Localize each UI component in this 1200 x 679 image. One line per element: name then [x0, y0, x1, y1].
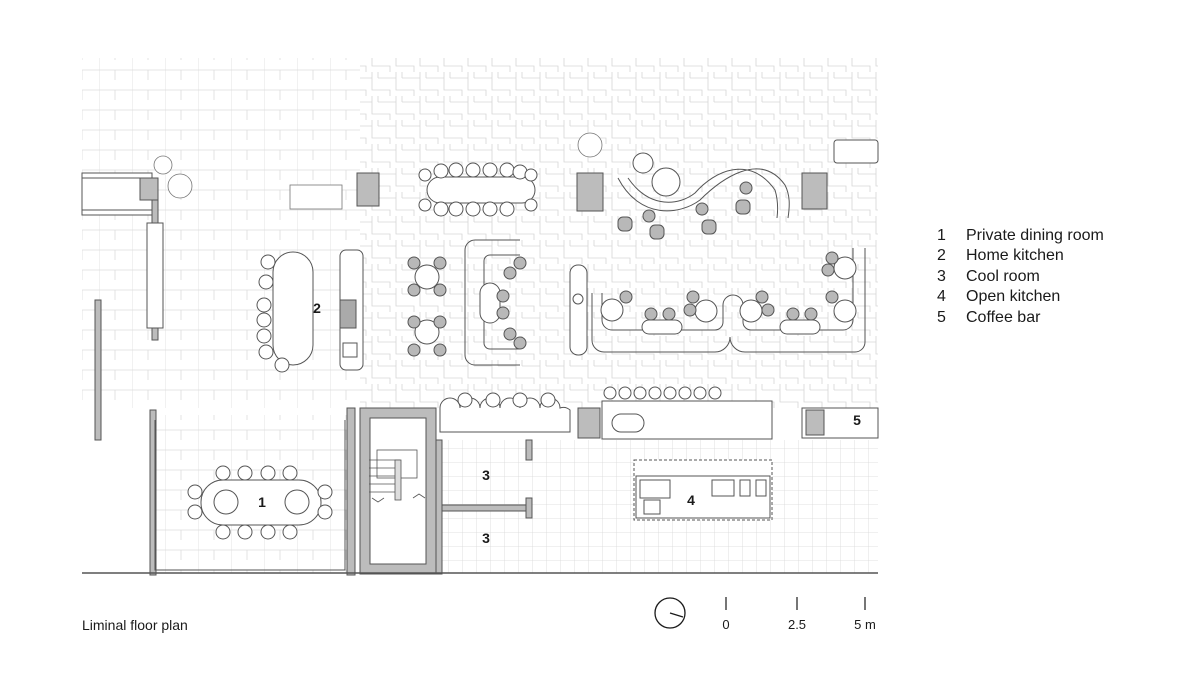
scale-and-north: [654, 597, 866, 629]
legend-number: 4: [937, 288, 946, 306]
curved-banquette: [617, 152, 790, 240]
room-label-3b: 3: [482, 530, 490, 546]
legend-item: 5 Coffee bar: [937, 308, 1104, 328]
booth-seating: [464, 239, 527, 366]
four-top-tables: [407, 256, 447, 357]
communal-table: [418, 162, 538, 217]
stairwell: [369, 449, 426, 503]
scale-tick-label: 0: [722, 617, 730, 632]
bar-stools: [439, 386, 773, 440]
service-counter: [569, 264, 588, 356]
legend-number: 1: [937, 227, 946, 244]
plan-title: Liminal floor plan: [82, 617, 188, 633]
room-label-2: 2: [313, 300, 321, 316]
legend-number: 3: [937, 267, 946, 285]
legend-label: Cool room: [966, 267, 1040, 285]
private-dining-table: [187, 465, 333, 540]
legend-label: Home kitchen: [966, 247, 1064, 265]
north-arrow-icon: [654, 597, 686, 629]
room-label-5: 5: [853, 412, 861, 428]
legend-number: 2: [937, 247, 946, 265]
home-kitchen-island: [256, 249, 364, 373]
legend-item: 1 Private dining room: [937, 226, 1104, 246]
legend-item: 3 Cool room: [937, 267, 1104, 287]
open-kitchen-island: [633, 459, 773, 521]
room-label-1: 1: [258, 494, 266, 510]
coffee-bar: [801, 139, 879, 439]
scale-bar: [725, 597, 866, 610]
legend-label: Coffee bar: [966, 308, 1041, 326]
legend-label: Private dining room: [966, 227, 1104, 244]
lounge-banquette: [591, 248, 866, 353]
room-label-4: 4: [687, 492, 695, 508]
scale-tick-label: 2.5: [787, 617, 807, 632]
legend-item: 2 Home kitchen: [937, 246, 1104, 266]
legend-number: 5: [937, 308, 946, 326]
scale-tick-label: 5 m: [854, 617, 876, 632]
legend-item: 4 Open kitchen: [937, 287, 1104, 307]
legend-label: Open kitchen: [966, 288, 1061, 306]
room-label-3a: 3: [482, 467, 490, 483]
legend: 1 Private dining room 2 Home kitchen 3 Cool…: [937, 226, 1104, 328]
planters: [153, 132, 603, 210]
